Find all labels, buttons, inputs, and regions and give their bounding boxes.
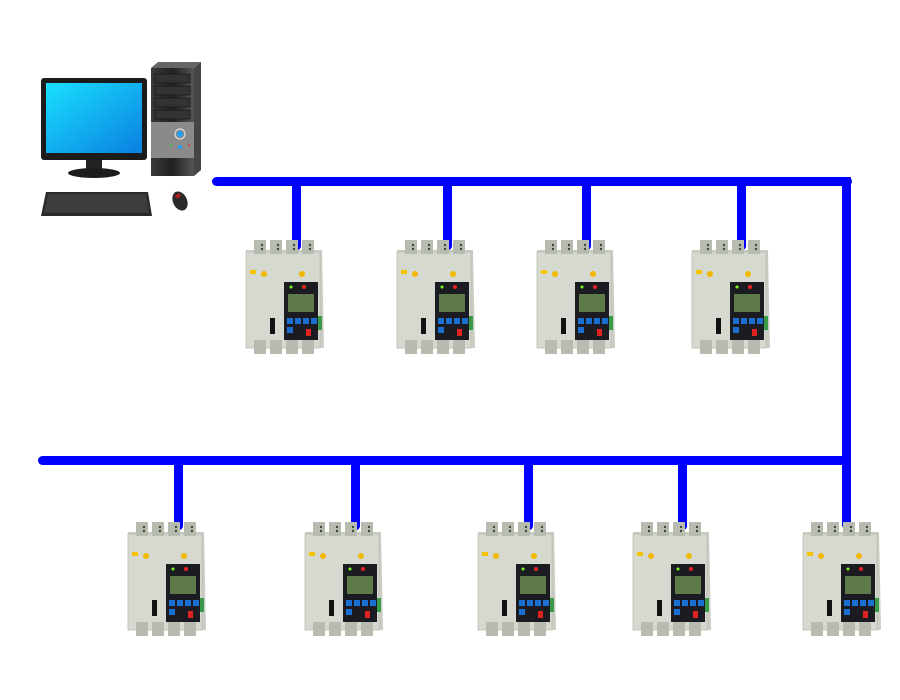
breaker-1-icon <box>245 240 324 354</box>
vertical-trunk-line <box>842 177 851 529</box>
drop-line <box>174 460 183 530</box>
drop-line <box>524 460 533 530</box>
breaker-8-icon <box>632 522 711 636</box>
drop-line <box>443 180 452 250</box>
breaker-9-icon <box>802 522 881 636</box>
upper-bus-line <box>212 177 852 186</box>
keyboard-icon <box>41 192 152 216</box>
drop-line <box>351 460 360 530</box>
breaker-4-icon <box>691 240 770 354</box>
breaker-3-icon <box>536 240 615 354</box>
lower-bus-line <box>38 456 851 465</box>
drop-line <box>292 180 301 250</box>
drop-line <box>582 180 591 250</box>
tower-icon <box>151 62 201 176</box>
drop-line <box>737 180 746 250</box>
mouse-icon <box>172 191 188 211</box>
monitor-icon <box>41 78 147 178</box>
breaker-2-icon <box>396 240 475 354</box>
breaker-5-icon <box>127 522 206 636</box>
breaker-6-icon <box>304 522 383 636</box>
computer-icon <box>41 62 201 216</box>
breaker-7-icon <box>477 522 556 636</box>
drop-line <box>678 460 687 530</box>
